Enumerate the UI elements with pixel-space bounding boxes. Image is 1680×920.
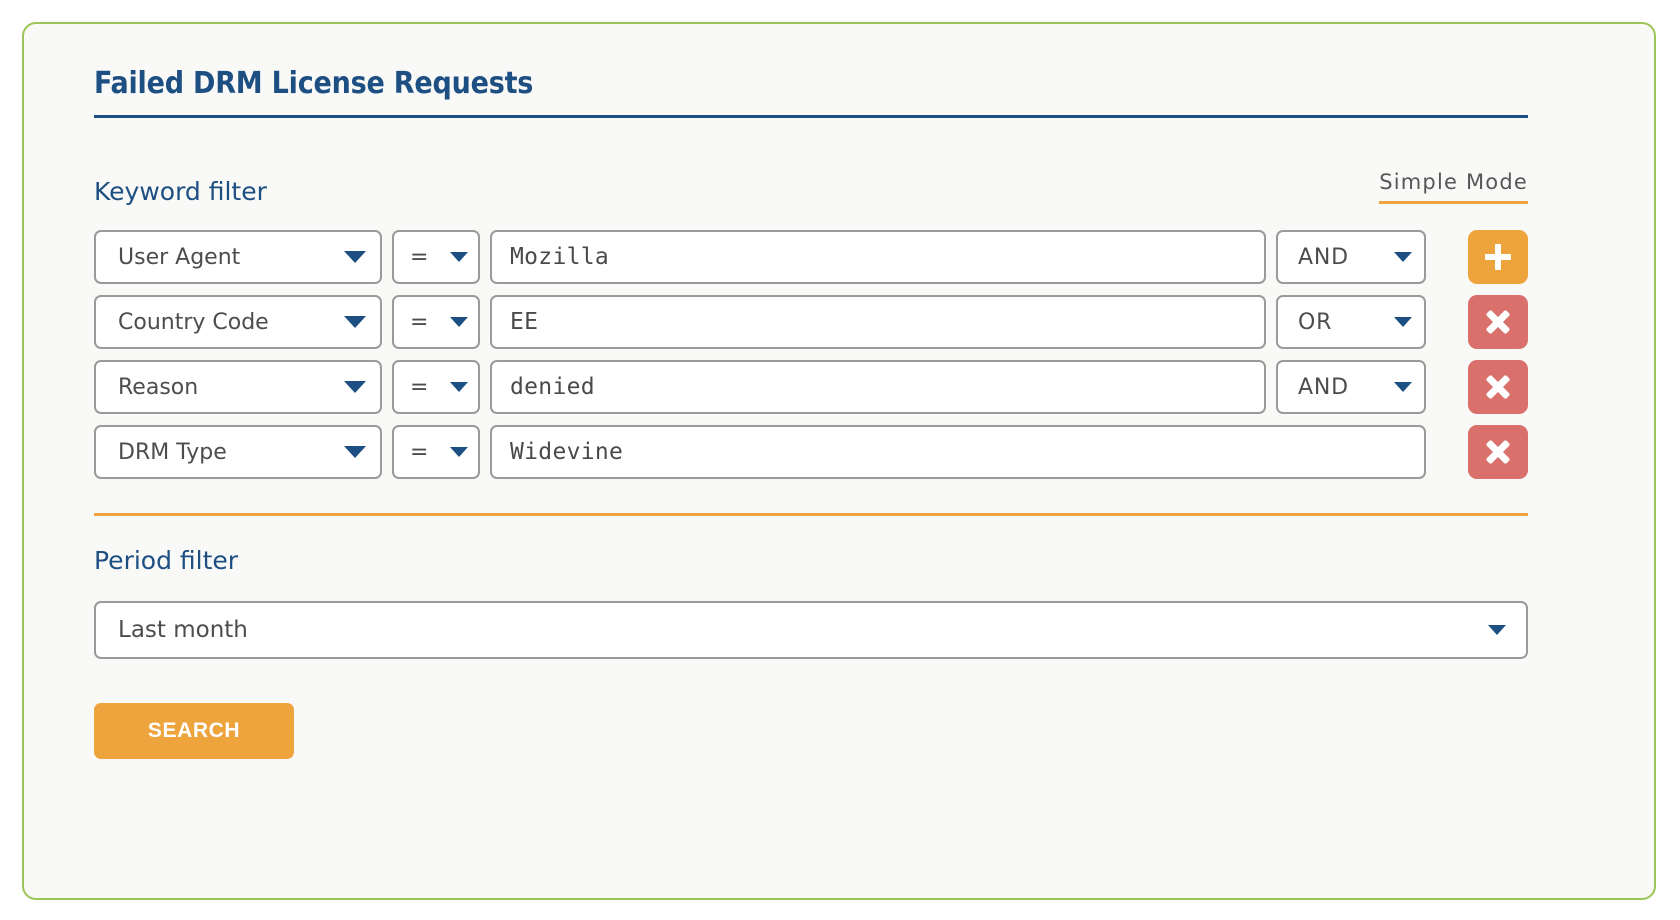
filter-row-list: User Agent = AND (94, 230, 1528, 479)
filter-card: Failed DRM License Requests Keyword filt… (22, 22, 1656, 900)
remove-filter-row-button[interactable] (1468, 425, 1528, 479)
chevron-down-icon (344, 316, 366, 328)
value-input[interactable] (510, 244, 1246, 270)
chevron-down-icon (1394, 252, 1412, 262)
chevron-down-icon (344, 446, 366, 458)
chevron-down-icon (1488, 625, 1506, 635)
value-input-wrap[interactable] (490, 425, 1426, 479)
operator-select-label: = (410, 439, 429, 465)
filter-row: DRM Type = (94, 425, 1528, 479)
card-content: Failed DRM License Requests Keyword filt… (94, 66, 1584, 759)
logic-select[interactable]: AND (1276, 360, 1426, 414)
operator-select[interactable]: = (392, 425, 480, 479)
chevron-down-icon (1394, 382, 1412, 392)
page-title: Failed DRM License Requests (94, 66, 534, 101)
period-filter-label: Period filter (94, 546, 239, 575)
field-select-label: User Agent (118, 244, 241, 270)
field-select[interactable]: Country Code (94, 295, 382, 349)
chevron-down-icon (450, 382, 468, 392)
value-input[interactable] (510, 374, 1246, 400)
chevron-down-icon (344, 381, 366, 393)
value-input[interactable] (510, 439, 1406, 465)
operator-select[interactable]: = (392, 230, 480, 284)
operator-select[interactable]: = (392, 295, 480, 349)
logic-select[interactable]: AND (1276, 230, 1426, 284)
operator-select[interactable]: = (392, 360, 480, 414)
field-select[interactable]: Reason (94, 360, 382, 414)
keyword-filter-label: Keyword filter (94, 177, 267, 206)
field-select[interactable]: User Agent (94, 230, 382, 284)
value-input-wrap[interactable] (490, 230, 1266, 284)
logic-select-label: OR (1298, 309, 1333, 335)
keyword-filter-header: Keyword filter Simple Mode (94, 170, 1528, 204)
logic-select-label: AND (1298, 374, 1349, 400)
field-select-label: DRM Type (118, 439, 227, 465)
simple-mode-toggle[interactable]: Simple Mode (1379, 170, 1528, 204)
filter-row: User Agent = AND (94, 230, 1528, 284)
field-select-label: Reason (118, 374, 199, 400)
value-input-wrap[interactable] (490, 295, 1266, 349)
remove-filter-row-button[interactable] (1468, 360, 1528, 414)
logic-select[interactable]: OR (1276, 295, 1426, 349)
period-select[interactable]: Last month (94, 601, 1528, 659)
field-select-label: Country Code (118, 309, 269, 335)
chevron-down-icon (450, 447, 468, 457)
filter-row: Reason = AND (94, 360, 1528, 414)
add-filter-row-button[interactable] (1468, 230, 1528, 284)
remove-filter-row-button[interactable] (1468, 295, 1528, 349)
value-input-wrap[interactable] (490, 360, 1266, 414)
operator-select-label: = (410, 309, 429, 335)
operator-select-label: = (410, 244, 429, 270)
operator-select-label: = (410, 374, 429, 400)
chevron-down-icon (1394, 317, 1412, 327)
field-select[interactable]: DRM Type (94, 425, 382, 479)
chevron-down-icon (450, 252, 468, 262)
search-button[interactable]: SEARCH (94, 703, 294, 759)
chevron-down-icon (450, 317, 468, 327)
period-select-label: Last month (118, 617, 248, 643)
chevron-down-icon (344, 251, 366, 263)
value-input[interactable] (510, 309, 1246, 335)
logic-select-label: AND (1298, 244, 1349, 270)
section-divider (94, 513, 1528, 516)
filter-row: Country Code = OR (94, 295, 1528, 349)
title-underline (94, 115, 1528, 118)
